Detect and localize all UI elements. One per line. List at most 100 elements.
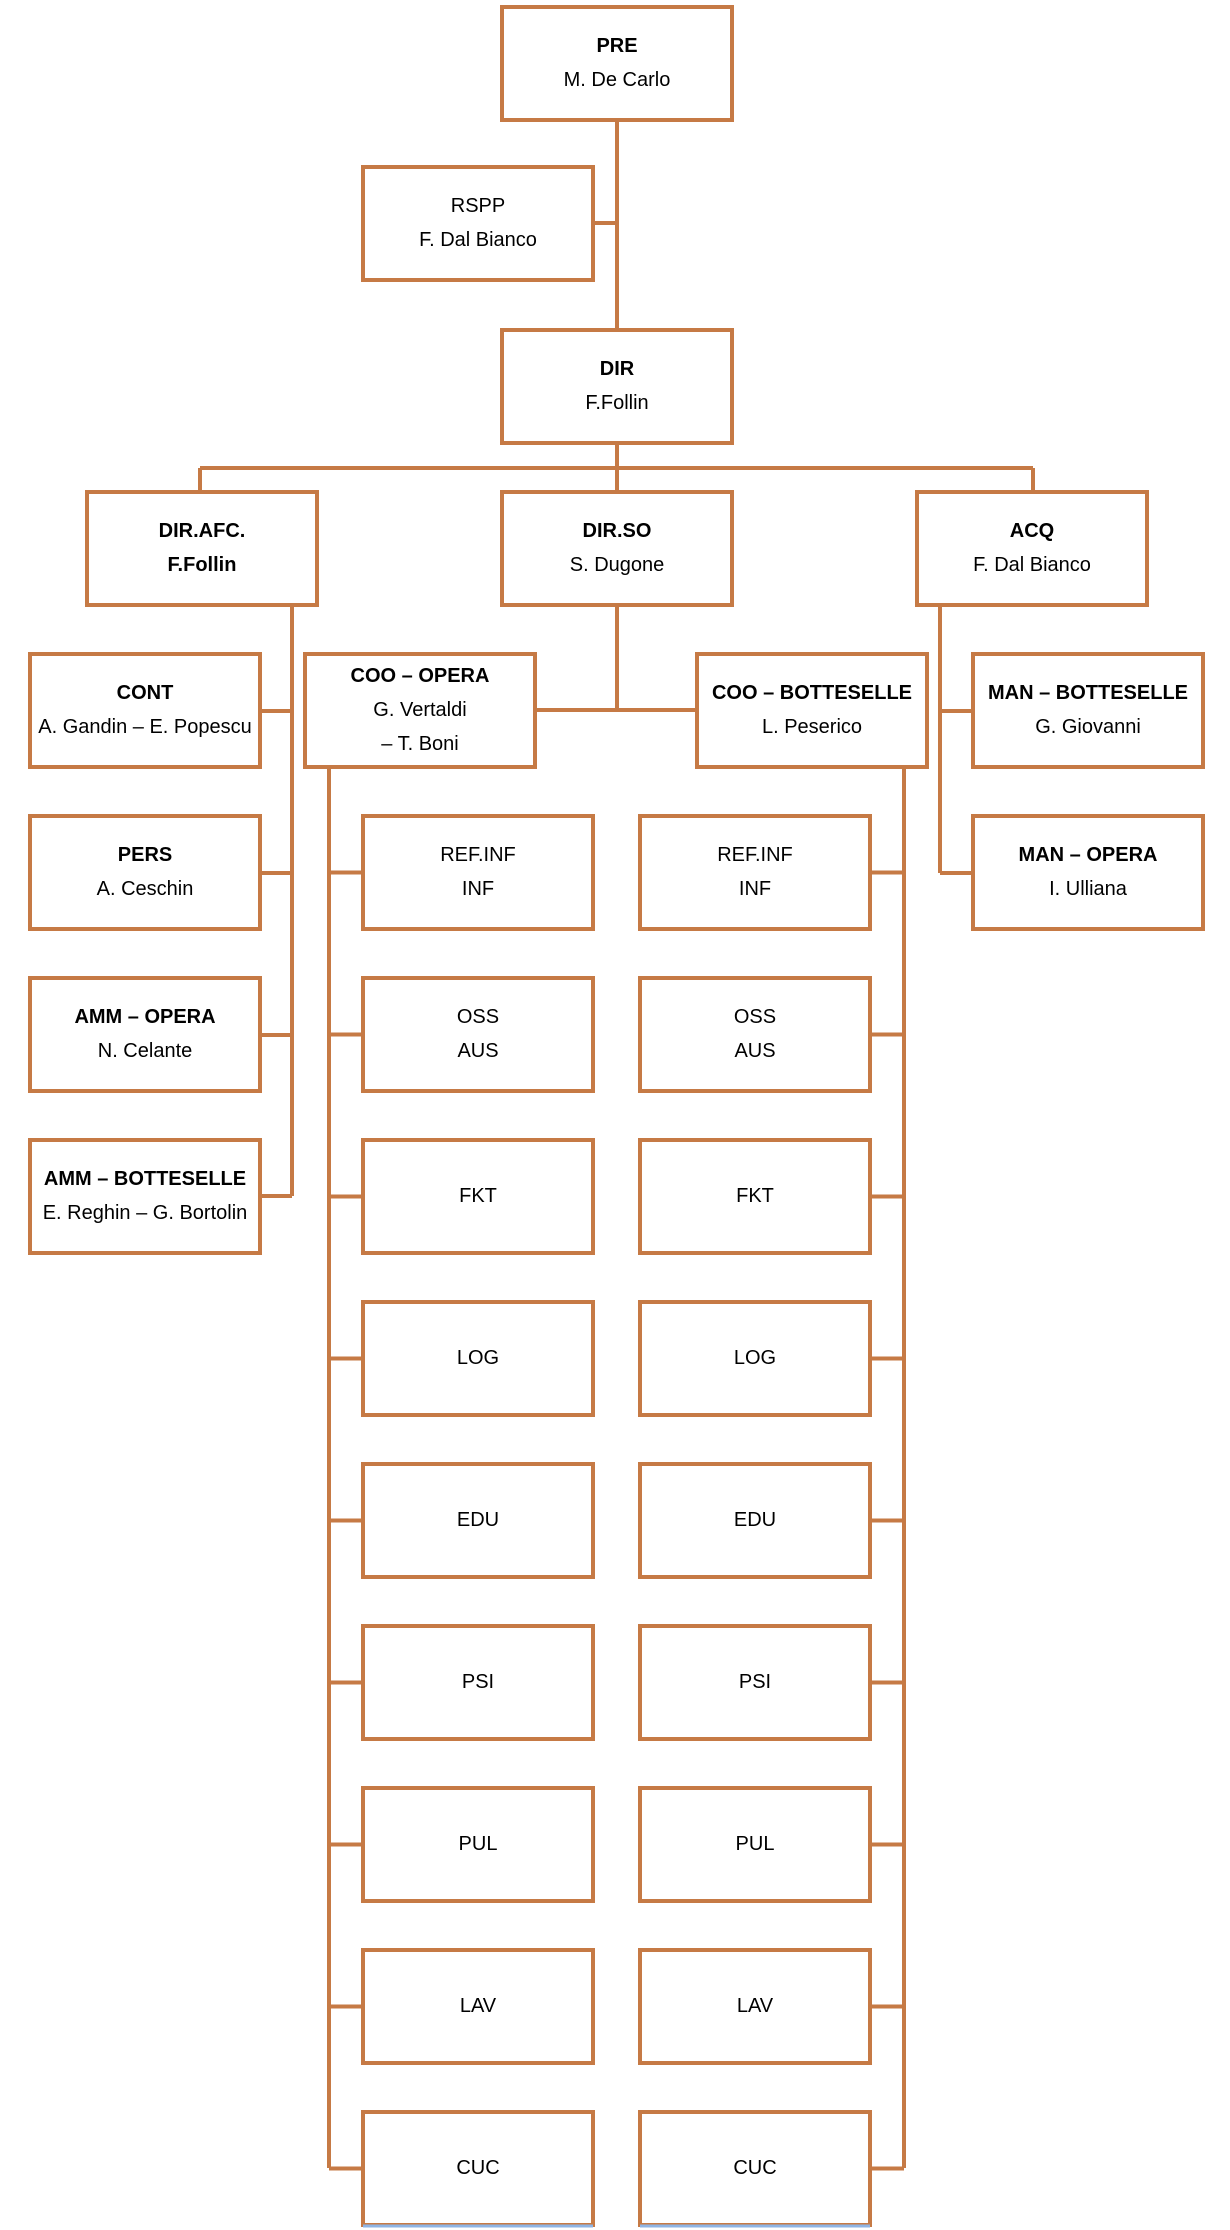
unit-botteselle-oss-name: AUS [734,1040,775,1062]
node-dir-afc-title: F.Follin [168,554,237,576]
node-dir-afc-frame [85,490,319,607]
node-cont-name: A. Gandin – E. Popescu [38,716,251,738]
node-dir-so: DIR.SO S. Dugone [500,490,734,607]
node-man-opera-title: MAN – OPERA [1019,844,1158,866]
unit-botteselle-cuc-name: CUC [733,2157,776,2179]
node-amm-botteselle-title: AMM – BOTTESELLE [44,1168,246,1190]
node-amm-opera-title: AMM – OPERA [74,1006,215,1028]
unit-botteselle-cuc: CUC [638,2110,872,2227]
connectors [198,120,1035,2171]
unit-opera-log-frame [361,1300,595,1417]
unit-opera-oss: OSS AUS [361,976,595,1093]
unit-botteselle-log-name: LOG [734,1347,776,1369]
unit-botteselle-psi-frame [638,1624,872,1741]
unit-opera-cuc-frame [361,2110,595,2227]
node-pers-title: PERS [118,844,172,866]
node-coo-opera-title: COO – OPERA [351,665,490,687]
unit-opera-pul-name: PUL [459,1833,498,1855]
node-coo-opera-name: G. Vertaldi [373,699,466,721]
unit-opera-refinf-name: INF [462,878,494,900]
node-pre-name: M. De Carlo [564,69,671,91]
node-pre-frame [500,5,734,122]
unit-botteselle-lav: LAV [638,1948,872,2065]
unit-opera-lav: LAV [361,1948,595,2065]
unit-opera-refinf: REF.INF INF [361,814,595,931]
node-dir-so-name: S. Dugone [570,554,665,576]
unit-opera-lav-frame [361,1948,595,2065]
node-dir-name: F.Follin [585,392,648,414]
unit-botteselle-pul: PUL [638,1786,872,1903]
node-man-botteselle-frame [971,652,1205,769]
node-man-botteselle-name: G. Giovanni [1035,716,1141,738]
unit-opera-cuc-name: CUC [456,2157,499,2179]
unit-botteselle-fkt-name: FKT [736,1185,774,1207]
unit-opera-fkt-frame [361,1138,595,1255]
node-amm-opera-name: N. Celante [98,1040,193,1062]
node-cont: CONT A. Gandin – E. Popescu [28,652,262,769]
unit-botteselle-oss-name: OSS [734,1006,776,1028]
node-cont-frame [28,652,262,769]
node-man-opera-frame [971,814,1205,931]
unit-botteselle-cuc-frame [638,2110,872,2227]
node-dir-frame [500,328,734,445]
node-dir-so-title: DIR.SO [583,520,652,542]
node-dir-so-frame [500,490,734,607]
unit-botteselle-psi: PSI [638,1624,872,1741]
unit-botteselle-lav-name: LAV [737,1995,774,2017]
node-man-opera-name: I. Ulliana [1049,878,1128,900]
node-acq-title: ACQ [1010,520,1054,542]
node-coo-opera-frame [303,652,537,769]
unit-opera-log-name: LOG [457,1347,499,1369]
unit-botteselle-log: LOG [638,1300,872,1417]
node-dir-title: DIR [600,358,635,380]
unit-opera-log: LOG [361,1300,595,1417]
node-amm-botteselle-frame [28,1138,262,1255]
unit-opera-edu-name: EDU [457,1509,499,1531]
node-man-opera: MAN – OPERA I. Ulliana [971,814,1205,931]
unit-opera-fkt: FKT [361,1138,595,1255]
node-coo-botteselle-frame [695,652,929,769]
unit-opera-lav-name: LAV [460,1995,497,2017]
unit-botteselle-fkt: FKT [638,1138,872,1255]
unit-opera-edu: EDU [361,1462,595,1579]
unit-botteselle-edu-name: EDU [734,1509,776,1531]
node-acq: ACQ F. Dal Bianco [915,490,1149,607]
node-coo-botteselle-title: COO – BOTTESELLE [712,682,912,704]
node-amm-opera: AMM – OPERA N. Celante [28,976,262,1093]
node-cont-title: CONT [117,682,174,704]
unit-opera-refinf-name: REF.INF [440,844,516,866]
unit-opera-oss-frame [361,976,595,1093]
unit-botteselle-oss: OSS AUS [638,976,872,1093]
node-rspp-name: RSPP [451,195,505,217]
unit-botteselle-fkt-frame [638,1138,872,1255]
unit-opera-oss-name: OSS [457,1006,499,1028]
unit-opera-pul-frame [361,1786,595,1903]
unit-botteselle-psi-name: PSI [739,1671,771,1693]
node-amm-botteselle-name: E. Reghin – G. Bortolin [43,1202,248,1224]
node-rspp-name: F. Dal Bianco [419,229,537,251]
node-pers: PERS A. Ceschin [28,814,262,931]
unit-opera-psi-name: PSI [462,1671,494,1693]
node-pers-frame [28,814,262,931]
node-coo-botteselle-name: L. Peserico [762,716,862,738]
unit-botteselle-log-frame [638,1300,872,1417]
node-rspp-frame [361,165,595,282]
unit-opera-oss-name: AUS [457,1040,498,1062]
unit-opera-psi: PSI [361,1624,595,1741]
unit-opera-pul: PUL [361,1786,595,1903]
node-pers-name: A. Ceschin [97,878,194,900]
node-acq-name: F. Dal Bianco [973,554,1091,576]
unit-botteselle-edu: EDU [638,1462,872,1579]
unit-botteselle-pul-frame [638,1786,872,1903]
unit-opera-psi-frame [361,1624,595,1741]
node-coo-botteselle: COO – BOTTESELLE L. Peserico [695,652,929,769]
unit-botteselle-refinf-frame [638,814,872,931]
unit-botteselle-refinf-name: REF.INF [717,844,793,866]
unit-botteselle-pul-name: PUL [736,1833,775,1855]
